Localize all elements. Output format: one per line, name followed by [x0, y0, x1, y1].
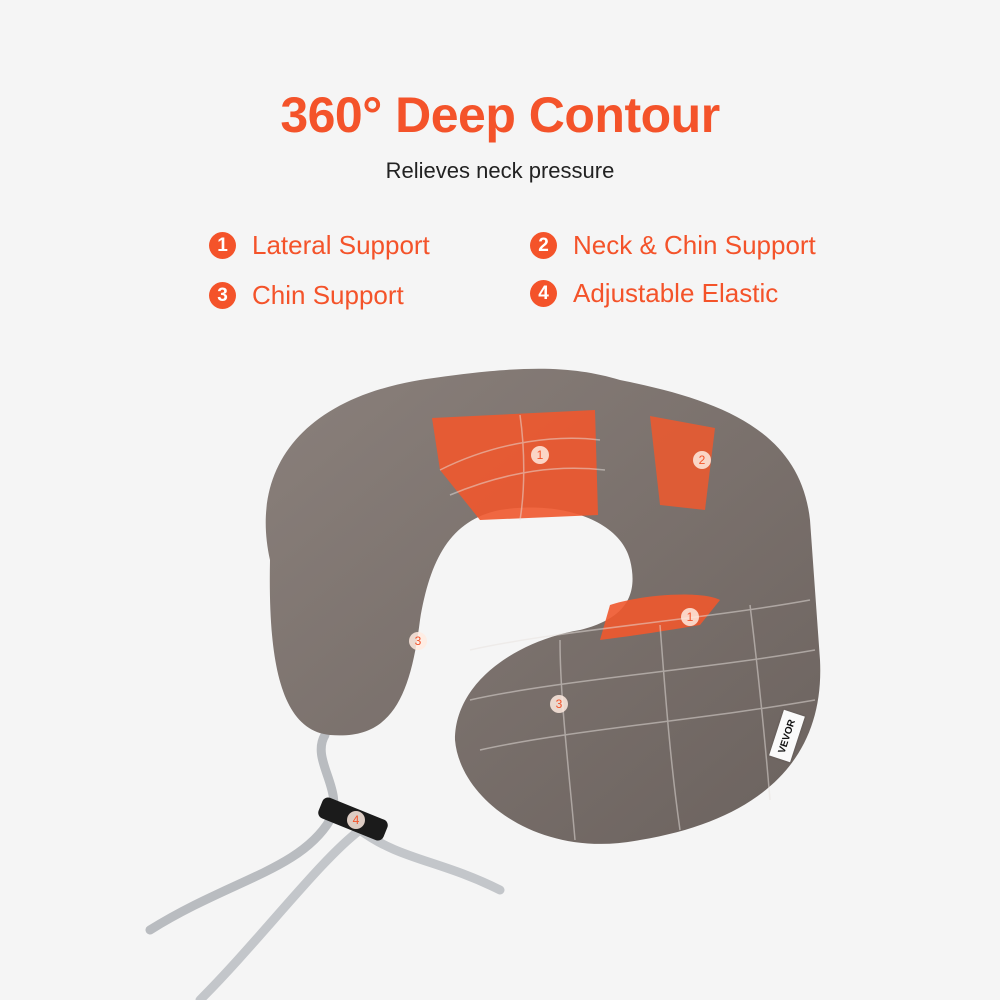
- number-badge-icon: 1: [209, 232, 236, 259]
- zone-marker: 3: [409, 632, 427, 650]
- zone-marker: 1: [681, 608, 699, 626]
- number-badge-icon: 4: [530, 280, 557, 307]
- feature-label: Adjustable Elastic: [573, 278, 779, 308]
- neck-pillow-illustration: [145, 368, 821, 1000]
- feature-item: 3 Chin Support: [209, 280, 404, 311]
- page-subtitle: Relieves neck pressure: [385, 158, 615, 183]
- feature-label: Chin Support: [252, 280, 404, 310]
- page-title: 360° Deep Contour: [280, 87, 720, 143]
- feature-item: 2 Neck & Chin Support: [530, 230, 816, 261]
- number-badge-icon: 3: [209, 282, 236, 309]
- zone-marker: 1: [531, 446, 549, 464]
- feature-label: Lateral Support: [252, 230, 430, 260]
- zone-marker: 3: [550, 695, 568, 713]
- feature-item: 1 Lateral Support: [209, 230, 430, 261]
- zone-marker: 4: [347, 811, 365, 829]
- feature-label: Neck & Chin Support: [573, 230, 816, 260]
- zone-marker: 2: [693, 451, 711, 469]
- number-badge-icon: 2: [530, 232, 557, 259]
- feature-item: 4 Adjustable Elastic: [530, 278, 778, 309]
